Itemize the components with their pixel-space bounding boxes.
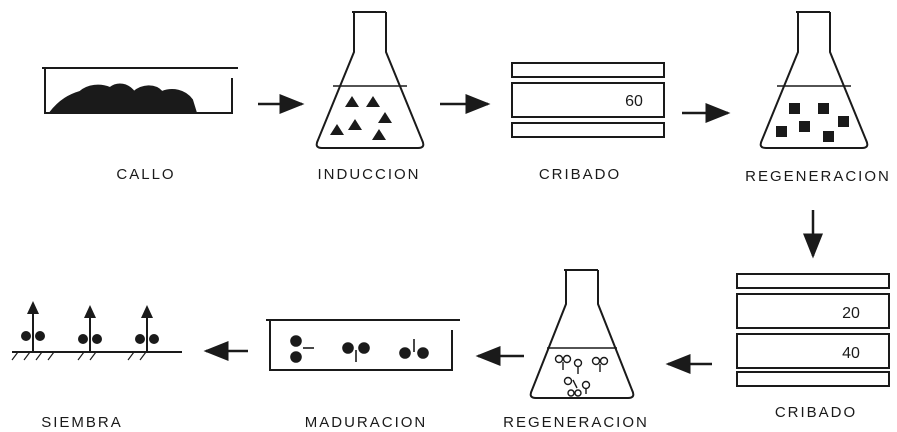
regeneration-flask-1 xyxy=(759,11,869,149)
label-cribado-1: CRIBADO xyxy=(538,166,622,183)
induction-flask xyxy=(315,11,425,149)
planted-seedlings xyxy=(11,301,182,361)
label-maduracion: MADURACION xyxy=(304,414,428,431)
sieve-2-upper-value: 20 xyxy=(842,305,860,322)
label-cribado-2: CRIBADO xyxy=(774,404,858,421)
sieve-stack-1 xyxy=(511,62,665,138)
label-callo: CALLO xyxy=(116,166,176,183)
label-siembra: SIEMBRA xyxy=(41,414,123,431)
sieve-2-lower-value: 40 xyxy=(842,345,860,362)
maturation-dish xyxy=(266,319,460,371)
regeneration-flask-2 xyxy=(529,269,635,399)
label-induccion: INDUCCION xyxy=(317,166,421,183)
label-regeneracion-1: REGENERACION xyxy=(745,168,891,185)
sieve-stack-2 xyxy=(736,273,890,387)
label-regeneracion-2: REGENERACION xyxy=(503,414,649,431)
sieve-1-value: 60 xyxy=(625,93,643,110)
callus-dish xyxy=(42,67,238,114)
